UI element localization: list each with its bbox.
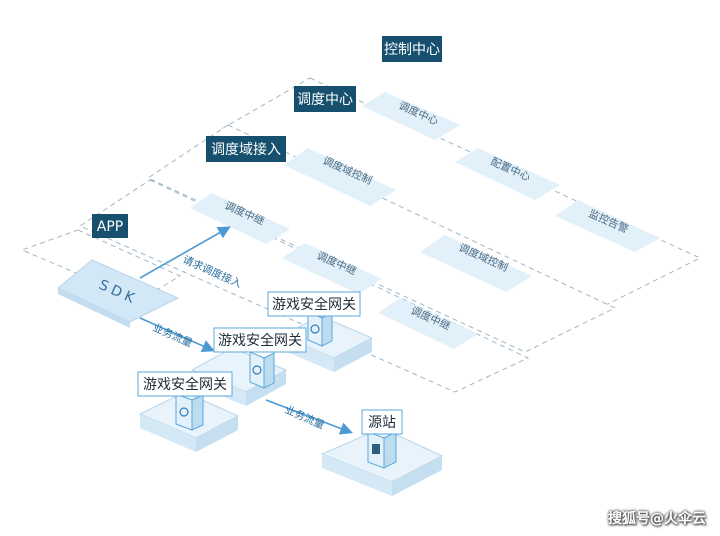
gateway-platform-1 (138, 391, 240, 452)
tag-app: APP (92, 214, 128, 238)
svg-text:控制中心: 控制中心 (384, 42, 440, 58)
access-plane (78, 179, 530, 393)
gateway-server-1 (175, 393, 204, 431)
gateway-server-2 (249, 351, 275, 389)
svg-text:游戏安全网关: 游戏安全网关 (143, 376, 227, 393)
shield-icon (252, 365, 262, 375)
tag-dispatch-center: 调度中心 (294, 86, 356, 112)
watermark: 搜狐号@火伞云 (608, 511, 706, 527)
svg-text:业务流量: 业务流量 (151, 321, 195, 350)
server-icon (372, 444, 380, 454)
gateway-label-1: 游戏安全网关 (137, 371, 233, 397)
gateway-label-2: 游戏安全网关 (213, 327, 307, 353)
gateway-label-3: 游戏安全网关 (267, 291, 361, 317)
svg-text:游戏安全网关: 游戏安全网关 (272, 296, 356, 313)
origin-label: 源站 (361, 409, 403, 435)
sdk-block: SDK (57, 259, 180, 328)
tag-control-center: 控制中心 (382, 36, 442, 62)
svg-text:调度域接入: 调度域接入 (211, 141, 281, 158)
tag-access: 调度域接入 (206, 136, 286, 162)
shield-icon (179, 407, 189, 417)
gateway-server-3 (307, 311, 333, 347)
business-flow-arrow-2: 业务流量 (265, 399, 353, 435)
svg-text:APP: APP (97, 219, 123, 235)
svg-text:游戏安全网关: 游戏安全网关 (218, 332, 302, 349)
origin-platform (320, 427, 444, 496)
svg-text:源站: 源站 (368, 415, 396, 431)
business-flow-arrow-1: 业务流量 (139, 317, 215, 352)
svg-text:调度中心: 调度中心 (297, 92, 353, 108)
svg-text:业务流量: 业务流量 (283, 403, 327, 432)
shield-icon (310, 324, 320, 334)
origin-server (367, 431, 397, 469)
dispatch-center-plane (146, 124, 617, 353)
